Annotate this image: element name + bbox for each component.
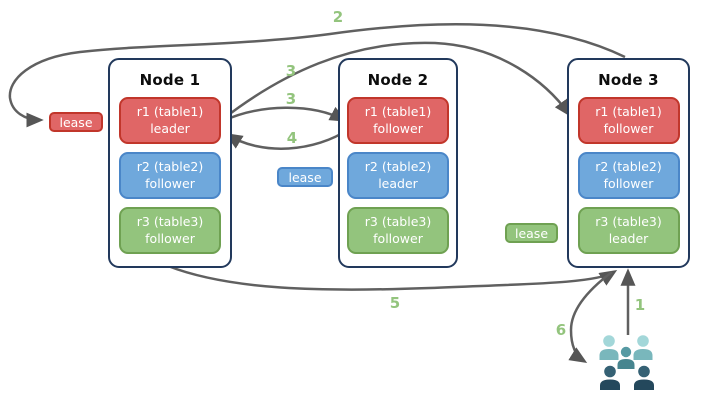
replica-name: r3 (table3) xyxy=(595,214,662,230)
replica-role: follower xyxy=(373,120,423,136)
node-2: Node 2 r1 (table1) follower r2 (table2) … xyxy=(338,58,458,268)
node-1: Node 1 r1 (table1) leader r2 (table2) fo… xyxy=(108,58,232,268)
node2-replica-r1: r1 (table1) follower xyxy=(347,97,449,144)
replica-name: r2 (table2) xyxy=(595,159,662,175)
node2-replica-r2: r2 (table2) leader xyxy=(347,152,449,199)
node1-replica-r1: r1 (table1) leader xyxy=(119,97,221,144)
replica-role: follower xyxy=(373,230,423,246)
arrow-3-node1-to-node3 xyxy=(222,41,572,120)
replica-name: r2 (table2) xyxy=(136,159,204,175)
node2-replica-r3: r3 (table3) follower xyxy=(347,207,449,254)
replica-role: follower xyxy=(603,175,654,191)
node3-replica-r3: r3 (table3) leader xyxy=(577,207,680,254)
replica-name: r2 (table2) xyxy=(364,159,432,175)
arrow-label-3a: 3 xyxy=(285,62,297,80)
arrow-label-2: 2 xyxy=(332,8,344,26)
arrow-5-node1-to-node3 xyxy=(167,264,618,291)
arrow-6-node3-to-users xyxy=(568,271,613,363)
lease-tag-green: lease xyxy=(505,223,558,243)
node-1-title: Node 1 xyxy=(139,71,201,89)
arrow-label-6: 6 xyxy=(555,321,567,339)
arrow-2-node3-to-lease1 xyxy=(8,23,626,128)
replica-role: leader xyxy=(150,120,190,136)
arrow-label-5: 5 xyxy=(389,294,401,312)
replica-name: r3 (table3) xyxy=(136,214,204,230)
arrow-label-1: 1 xyxy=(634,296,646,314)
arrow-label-3b: 3 xyxy=(285,90,297,108)
replica-role: leader xyxy=(378,175,418,191)
replica-role: follower xyxy=(603,120,654,136)
replica-name: r1 (table1) xyxy=(136,104,204,120)
arrow-3-node1-to-node2 xyxy=(222,106,348,123)
replica-name: r1 (table1) xyxy=(595,104,662,120)
replica-name: r1 (table1) xyxy=(364,104,432,120)
lease-tag-red: lease xyxy=(49,112,103,132)
node-2-title: Node 2 xyxy=(367,71,429,89)
replica-name: r3 (table3) xyxy=(364,214,432,230)
node-3-title: Node 3 xyxy=(598,71,659,89)
replica-role: leader xyxy=(608,230,649,246)
node1-replica-r2: r2 (table2) follower xyxy=(119,152,221,199)
replica-role: follower xyxy=(145,230,195,246)
node-3: Node 3 r1 (table1) follower r2 (table2) … xyxy=(567,58,690,268)
node1-replica-r3: r3 (table3) follower xyxy=(119,207,221,254)
node3-replica-r2: r2 (table2) follower xyxy=(577,152,680,199)
replica-role: follower xyxy=(145,175,195,191)
arrow-4-node2-to-node1 xyxy=(224,127,350,150)
users-icon xyxy=(599,335,654,390)
lease-tag-blue: lease xyxy=(277,167,333,187)
node3-replica-r1: r1 (table1) follower xyxy=(577,97,680,144)
arrow-label-4: 4 xyxy=(286,129,298,147)
